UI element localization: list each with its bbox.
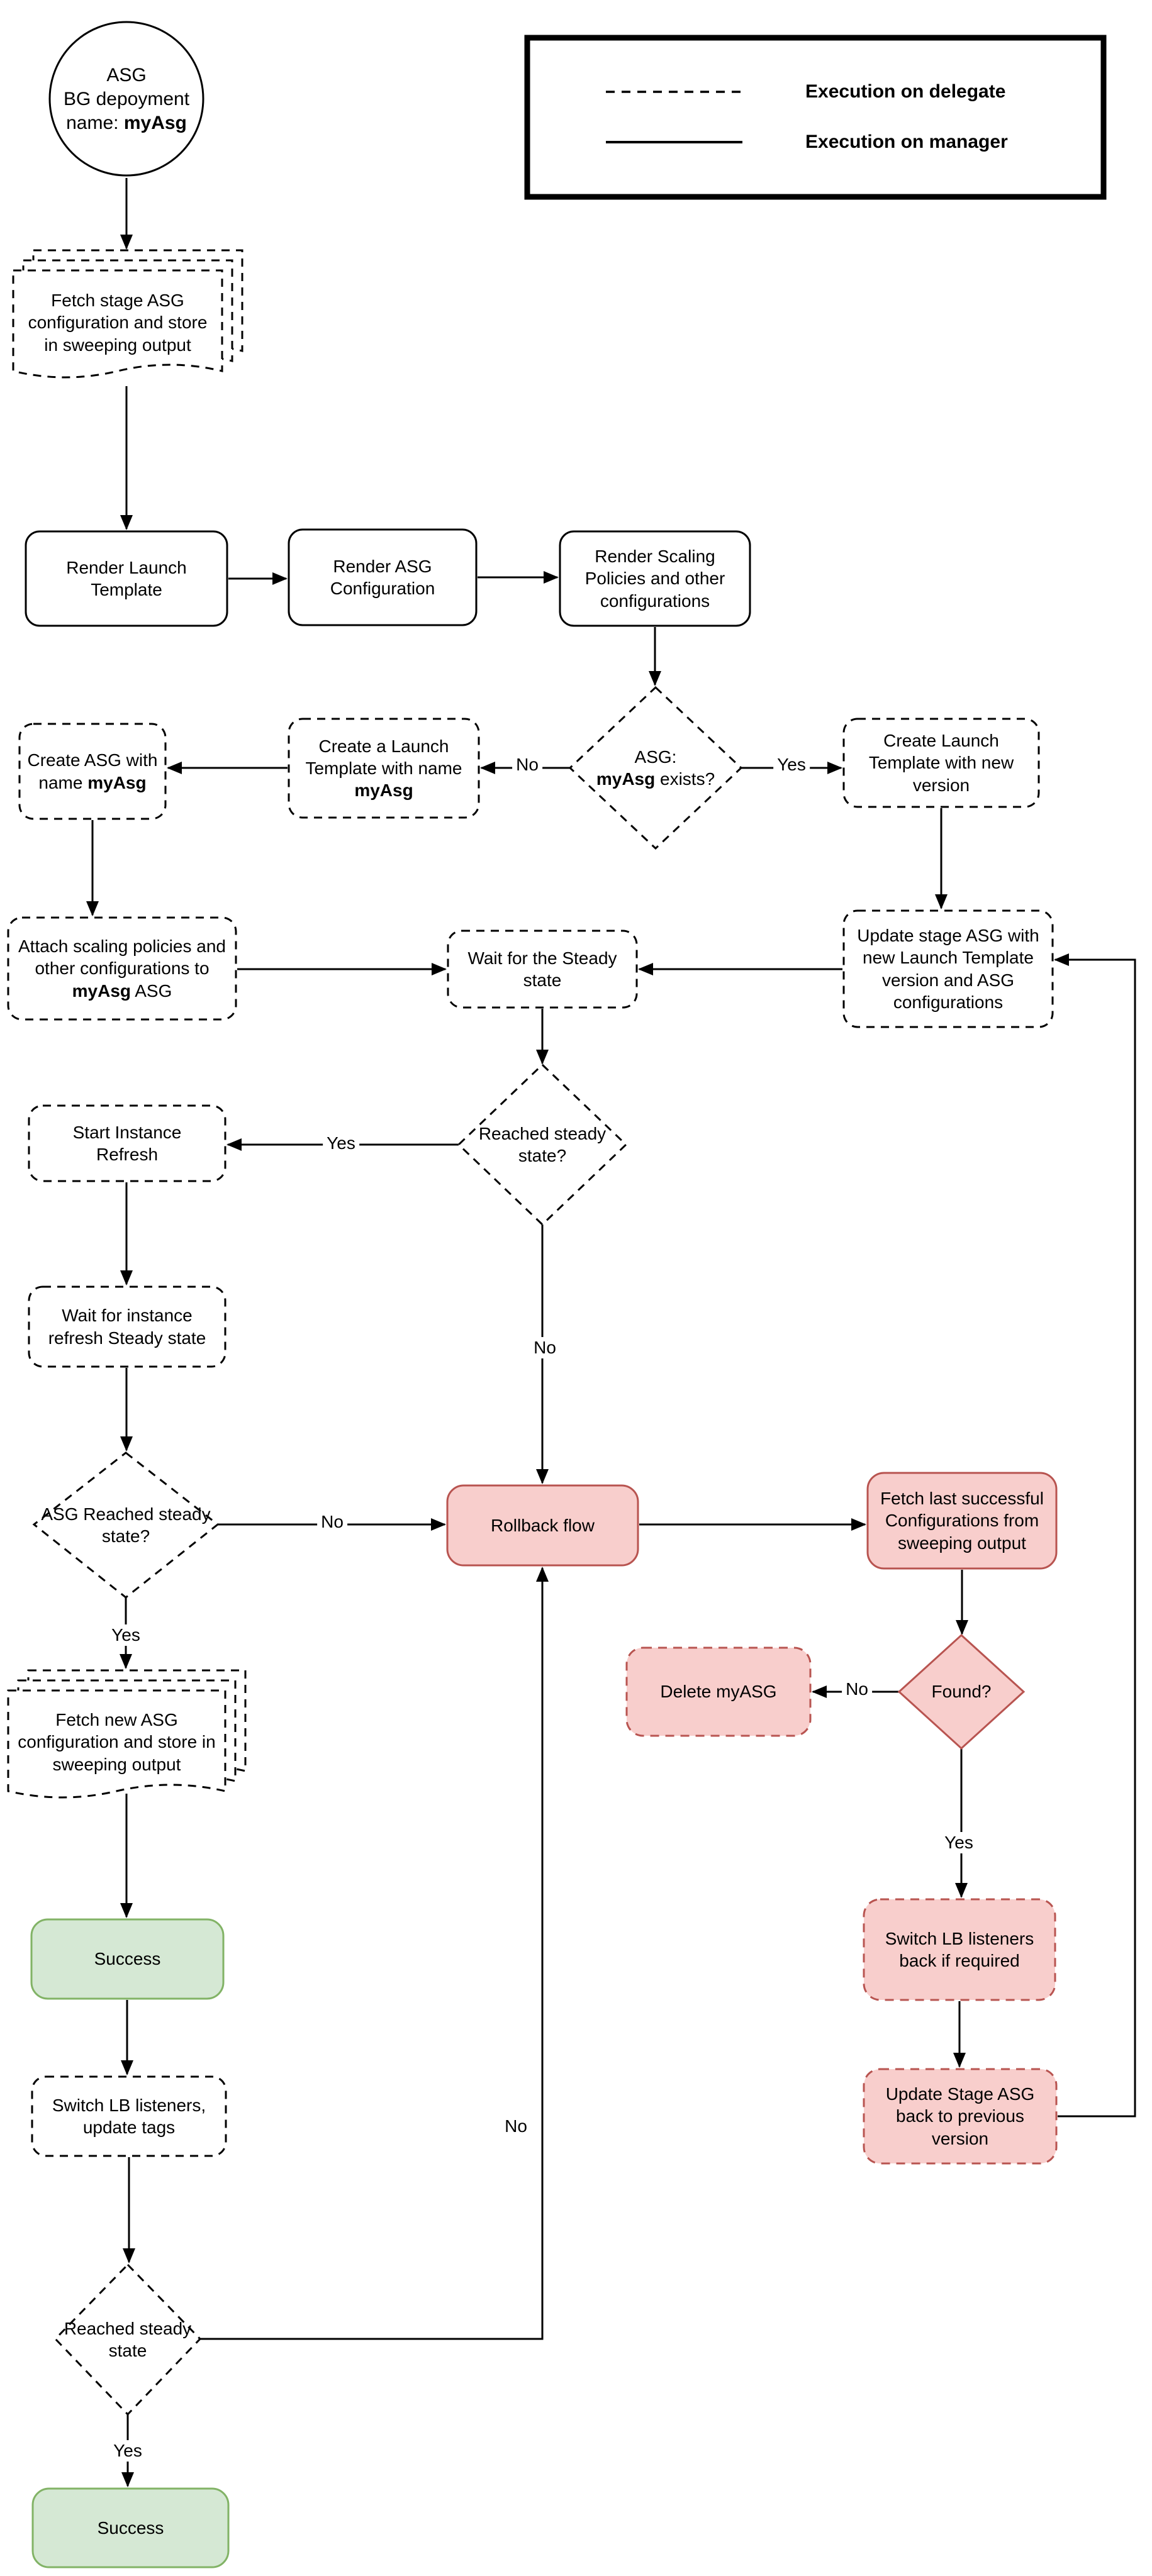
update-back-box (863, 2068, 1058, 2165)
switch-lb-box (31, 2075, 227, 2157)
fetch-new-document (7, 1669, 247, 1799)
edge-label-steady-no: No (530, 1337, 560, 1358)
render-launch-box (25, 530, 228, 627)
edge-label-exists-yes: Yes (773, 754, 810, 775)
edge-reached-bottom-no (200, 1567, 549, 2340)
delete-myasg-box (625, 1646, 812, 1737)
edge-label-steady-yes: Yes (323, 1133, 359, 1154)
shapes (7, 21, 1107, 2568)
legend (524, 35, 1107, 200)
create-a-launch-box (288, 718, 480, 819)
wait-steady-box (447, 930, 638, 1009)
edge-update-back-feedback (1054, 953, 1136, 2118)
edge-label-bottom-yes: Yes (109, 2440, 146, 2462)
start-instance-box (28, 1104, 226, 1182)
create-launch-new-box (842, 718, 1040, 808)
render-asg-label: Render ASG Configuration (330, 556, 435, 598)
create-asg-label: Create ASG with name myAsg (27, 750, 158, 792)
render-asg-box (288, 528, 478, 626)
edge-label-bottom-no: No (501, 2116, 531, 2137)
fetch-stage-document (12, 249, 243, 379)
asg-exists-label: ASG:myAsg exists? (596, 747, 715, 789)
attach-scaling-label: Attach scaling policies and other config… (18, 936, 226, 1001)
rollback-label: Rollback flow (491, 1515, 595, 1535)
reached-bottom-diamond (53, 2263, 202, 2416)
wait-instance-label: Wait for instance refresh Steady state (48, 1306, 206, 1348)
asg-exists-diamond (568, 686, 743, 850)
legend-frame (524, 35, 1107, 200)
fetch-last-box (866, 1472, 1058, 1570)
attach-scaling-box (7, 916, 237, 1021)
create-asg-box (18, 723, 167, 820)
fetch-new-label: Fetch new ASG configuration and store in… (18, 1710, 216, 1774)
found-label: Found? (931, 1682, 992, 1702)
success-end-label: Success (97, 2518, 164, 2538)
reached-steady-diamond (457, 1063, 628, 1226)
wait-instance-box (28, 1285, 226, 1368)
create-launch-new-label: Create Launch Template with new version (868, 731, 1014, 795)
update-stage-box (842, 909, 1054, 1028)
legend-delegate-label: Execution on delegate (805, 81, 1006, 102)
update-stage-label: Update stage ASG with new Launch Templat… (857, 925, 1039, 1012)
create-a-launch-label: Create a Launch Template with name myAsg (305, 736, 462, 801)
render-scaling-label: Render Scaling Policies and other config… (584, 547, 725, 611)
legend-manager-label: Execution on manager (805, 131, 1008, 152)
rollback-box (446, 1484, 639, 1567)
wait-steady-label: Wait for the Steady state (467, 948, 617, 990)
edge-label-asg-reached-no: No (317, 1511, 347, 1533)
success-end-box (31, 2487, 230, 2568)
asg-reached-label: ASG Reached steady state? (41, 1504, 211, 1546)
update-back-label: Update Stage ASG back to previous versio… (885, 2084, 1035, 2148)
start-instance-label: Start Instance Refresh (72, 1122, 182, 1164)
render-scaling-box (559, 530, 751, 627)
fetch-last-label: Fetch last successful Configurations fro… (880, 1489, 1044, 1553)
edge-label-found-yes: Yes (941, 1832, 977, 1853)
reached-steady-label: Reached steady state? (478, 1123, 607, 1165)
edge-label-asg-reached-yes: Yes (108, 1624, 144, 1646)
render-launch-label: Render Launch Template (66, 557, 187, 599)
delete-myasg-label: Delete myASG (660, 1682, 777, 1702)
edge-label-exists-no: No (512, 754, 542, 775)
success-mid-label: Success (94, 1949, 161, 1969)
start-circle (48, 21, 204, 177)
reached-bottom-label: Reached steady state (64, 2318, 192, 2360)
success-mid-box (30, 1918, 225, 2000)
fetch-stage-label: Fetch stage ASG configuration and store … (28, 291, 208, 355)
found-diamond (897, 1633, 1026, 1750)
asg-reached-diamond (32, 1452, 220, 1599)
edge-label-found-no: No (842, 1679, 872, 1700)
switch-lb-label: Switch LB listeners, update tags (52, 2095, 206, 2137)
switch-back-label: Switch LB listeners back if required (885, 1928, 1034, 1970)
switch-back-box (863, 1898, 1056, 2001)
